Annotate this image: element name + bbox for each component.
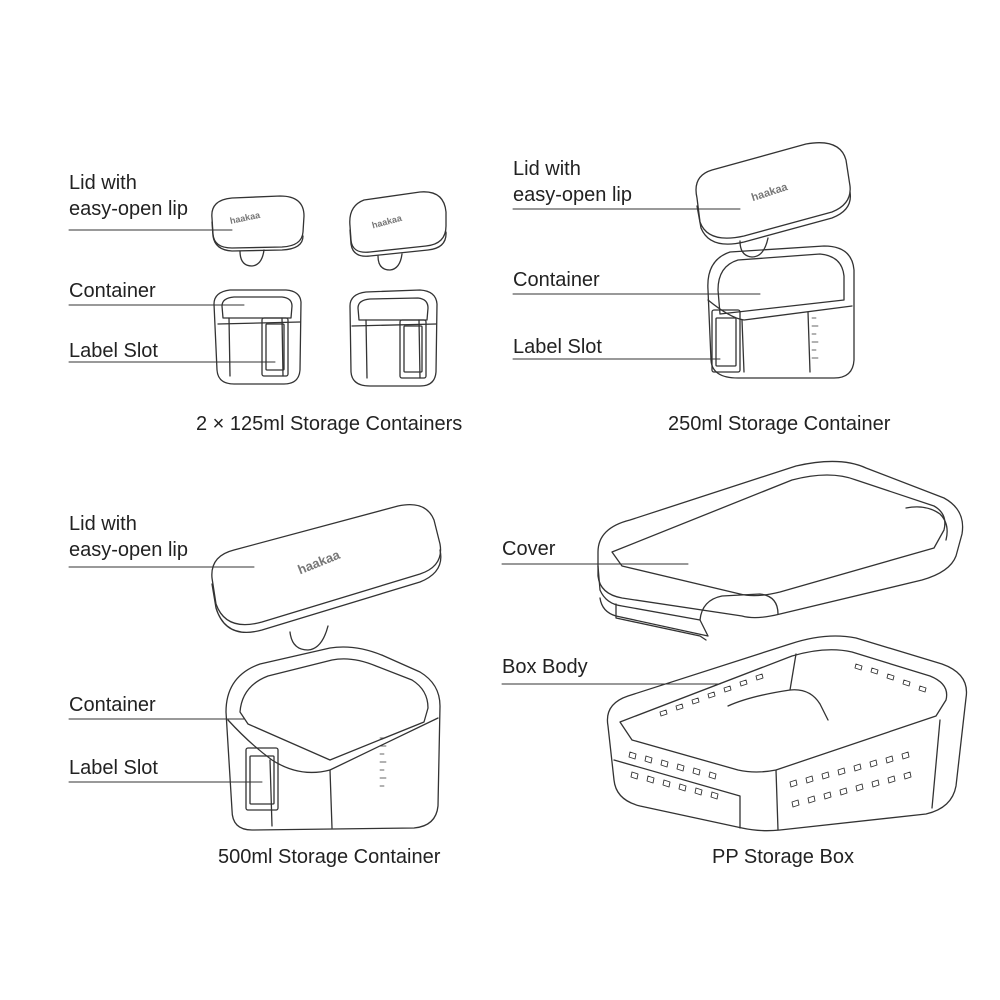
caption-125: 2 × 125ml Storage Containers [196,413,463,435]
lid-250: haakaa [696,143,850,257]
measure-marks-500 [380,738,386,786]
caption-500: 500ml Storage Container [218,846,441,868]
box-cover [598,461,963,640]
container-500: haakaa [212,505,441,830]
container-250: haakaa [696,143,854,378]
svg-text:haakaa: haakaa [371,213,404,231]
leader-lines-125 [69,230,275,362]
svg-text:haakaa: haakaa [295,547,342,578]
cup-125-left [214,290,301,384]
slot-label-500: Label Slot [69,757,158,779]
box-body-label: Box Body [502,656,588,678]
box-body-perforations [629,664,926,807]
leader-lines-500 [69,567,262,782]
cup-250 [708,246,854,378]
box-body [607,636,966,831]
container-125-right: haakaa [350,192,446,386]
caption-250: 250ml Storage Container [668,413,891,435]
container-label-125: Container [69,280,156,302]
container-label-250: Container [513,269,600,291]
pp-storage-box [598,461,967,830]
svg-text:haakaa: haakaa [229,210,262,226]
measure-marks-250 [812,318,818,358]
cover-label: Cover [502,538,556,560]
slot-label-250: Label Slot [513,336,602,358]
svg-text:haakaa: haakaa [750,181,790,204]
lid-500: haakaa [212,505,441,650]
container-125-left: haakaa [212,196,304,384]
lid-125-right: haakaa [350,192,446,270]
caption-pp-box: PP Storage Box [712,846,854,868]
container-label-500: Container [69,694,156,716]
cup-500 [226,647,440,830]
cup-125-right [350,290,437,386]
lid-125-left: haakaa [212,196,304,266]
slot-label-125: Label Slot [69,340,158,362]
leader-lines-box [502,564,720,684]
leader-lines-250 [513,209,760,359]
